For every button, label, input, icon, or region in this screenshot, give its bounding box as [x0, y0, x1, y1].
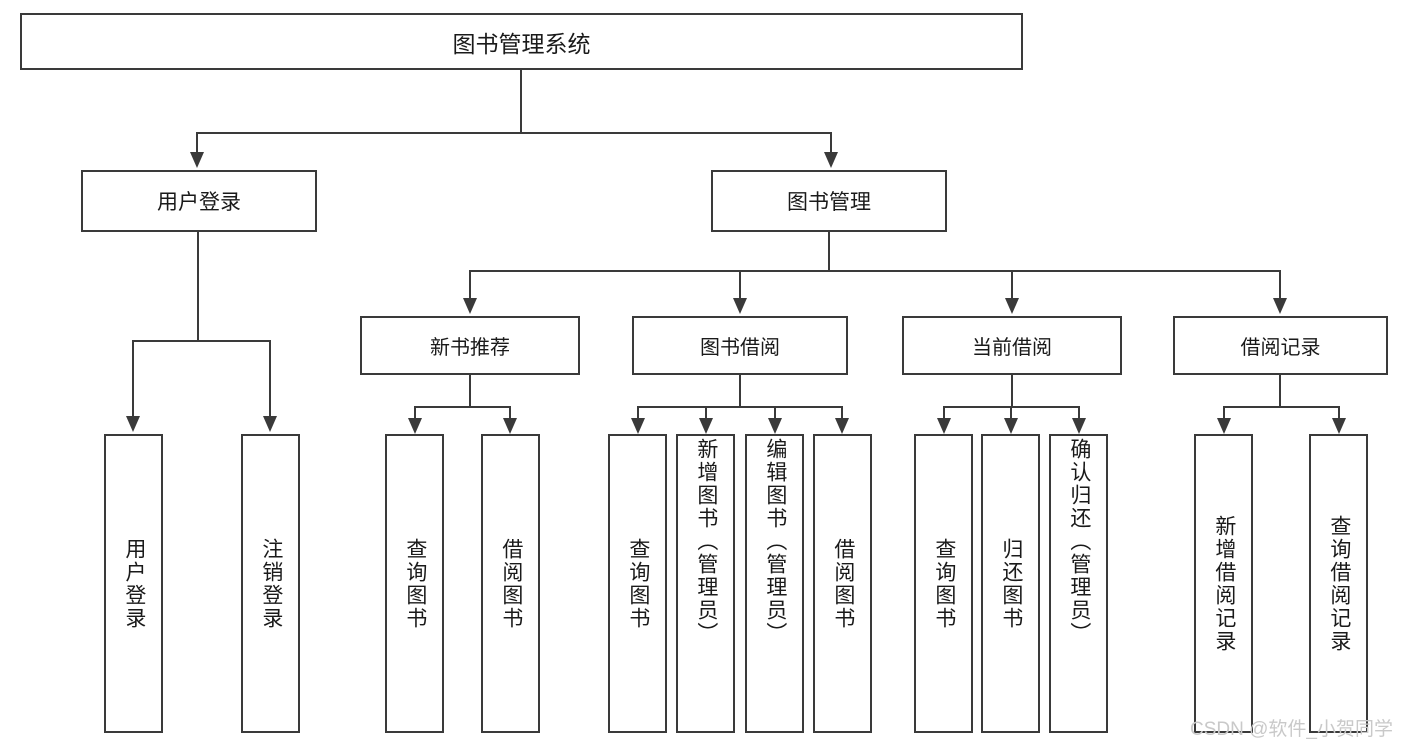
connector-drop-leaf-user-login	[132, 340, 134, 418]
connector-drop-borrow-record	[1279, 270, 1281, 300]
arrowhead-return-book	[1004, 418, 1018, 434]
connector-drop-query-book-3	[943, 406, 945, 420]
arrowhead-query-book-2	[631, 418, 645, 434]
connector-drop-book-management	[830, 132, 832, 154]
connector-drop-new-book	[469, 270, 471, 300]
connector-drop-query-book-1	[414, 406, 416, 420]
arrowhead-leaf-logout	[263, 416, 277, 432]
connector-drop-borrow-book-1	[509, 406, 511, 420]
arrowhead-user-login	[190, 152, 204, 168]
connector-drop-add-record	[1223, 406, 1225, 420]
arrowhead-add-book	[699, 418, 713, 434]
connector-drop-confirm-return	[1078, 406, 1080, 420]
arrowhead-confirm-return	[1072, 418, 1086, 434]
node-new-book-recommend[interactable]: 新书推荐	[360, 316, 580, 375]
connector-drop-borrow-book-2	[841, 406, 843, 420]
connector-root-stem	[520, 70, 522, 133]
leaf-edit-book-admin[interactable]: 编辑图书（管理员）	[745, 434, 804, 733]
connector-new-book-stem	[469, 375, 471, 408]
leaf-label: 查询图书	[932, 537, 956, 630]
node-root-book-management-system[interactable]: 图书管理系统	[20, 13, 1023, 70]
node-user-login[interactable]: 用户登录	[81, 170, 317, 232]
watermark-text: CSDN @软件_小贺同学	[1190, 719, 1393, 740]
leaf-confirm-return-admin[interactable]: 确认归还（管理员）	[1049, 434, 1108, 733]
leaf-add-book-admin[interactable]: 新增图书（管理员）	[676, 434, 735, 733]
connector-level2-bus	[196, 132, 832, 134]
arrowhead-book-management	[824, 152, 838, 168]
node-label: 图书管理系统	[452, 30, 591, 57]
connector-book-borrow-bus	[637, 406, 843, 408]
node-label: 新书推荐	[430, 337, 510, 359]
arrowhead-leaf-user-login	[126, 416, 140, 432]
leaf-label: 查询借阅记录	[1327, 514, 1351, 653]
leaf-borrow-book[interactable]: 借阅图书	[813, 434, 872, 733]
leaf-label: 新增图书（管理员）	[694, 438, 718, 645]
connector-drop-return-book	[1010, 406, 1012, 420]
arrowhead-query-book-1	[408, 418, 422, 434]
node-borrow-record[interactable]: 借阅记录	[1173, 316, 1388, 375]
connector-current-borrow-stem	[1011, 375, 1013, 408]
connector-book-borrow-stem	[739, 375, 741, 408]
connector-drop-add-book	[705, 406, 707, 420]
connector-drop-query-record	[1338, 406, 1340, 420]
node-label: 用户登录	[157, 191, 241, 214]
arrowhead-query-record	[1332, 418, 1346, 434]
leaf-label: 查询图书	[403, 537, 427, 630]
arrowhead-borrow-record	[1273, 298, 1287, 314]
leaf-query-book-recommend[interactable]: 查询图书	[385, 434, 444, 733]
node-label: 借阅记录	[1240, 337, 1321, 359]
leaf-query-book-current[interactable]: 查询图书	[914, 434, 973, 733]
leaf-label: 新增借阅记录	[1212, 514, 1236, 653]
leaf-logout[interactable]: 注销登录	[241, 434, 300, 733]
leaf-label: 确认归还（管理员）	[1067, 438, 1091, 645]
leaf-query-borrow-record[interactable]: 查询借阅记录	[1309, 434, 1368, 733]
arrowhead-borrow-book-2	[835, 418, 849, 434]
connector-drop-edit-book	[774, 406, 776, 420]
leaf-label: 借阅图书	[831, 537, 855, 630]
node-label: 当前借阅	[972, 337, 1052, 359]
connector-book-management-stem	[828, 232, 830, 272]
arrowhead-new-book	[463, 298, 477, 314]
leaf-add-borrow-record[interactable]: 新增借阅记录	[1194, 434, 1253, 733]
connector-drop-user-login	[196, 132, 198, 154]
connector-user-login-stem	[197, 232, 199, 342]
leaf-label: 归还图书	[999, 537, 1023, 630]
connector-borrow-record-bus	[1223, 406, 1340, 408]
arrowhead-query-book-3	[937, 418, 951, 434]
connector-drop-leaf-logout	[269, 340, 271, 418]
node-book-borrow[interactable]: 图书借阅	[632, 316, 848, 375]
leaf-user-login[interactable]: 用户登录	[104, 434, 163, 733]
connector-borrow-record-stem	[1279, 375, 1281, 408]
arrowhead-book-borrow	[733, 298, 747, 314]
node-book-management[interactable]: 图书管理	[711, 170, 947, 232]
arrowhead-borrow-book-1	[503, 418, 517, 434]
leaf-label: 用户登录	[122, 537, 146, 630]
node-current-borrow[interactable]: 当前借阅	[902, 316, 1122, 375]
connector-drop-book-borrow	[739, 270, 741, 300]
leaf-return-book[interactable]: 归还图书	[981, 434, 1040, 733]
leaf-label: 查询图书	[626, 537, 650, 630]
connector-drop-current-borrow	[1011, 270, 1013, 300]
leaf-label: 编辑图书（管理员）	[763, 438, 787, 645]
node-label: 图书管理	[787, 191, 871, 214]
arrowhead-current-borrow	[1005, 298, 1019, 314]
leaf-label: 借阅图书	[499, 537, 523, 630]
connector-user-login-bus	[132, 340, 271, 342]
leaf-query-book-borrow[interactable]: 查询图书	[608, 434, 667, 733]
arrowhead-edit-book	[768, 418, 782, 434]
leaf-borrow-book-recommend[interactable]: 借阅图书	[481, 434, 540, 733]
arrowhead-add-record	[1217, 418, 1231, 434]
leaf-label: 注销登录	[259, 537, 283, 630]
node-label: 图书借阅	[700, 337, 780, 359]
connector-new-book-bus	[414, 406, 510, 408]
connector-level3-bus	[469, 270, 1281, 272]
connector-drop-query-book-2	[637, 406, 639, 420]
